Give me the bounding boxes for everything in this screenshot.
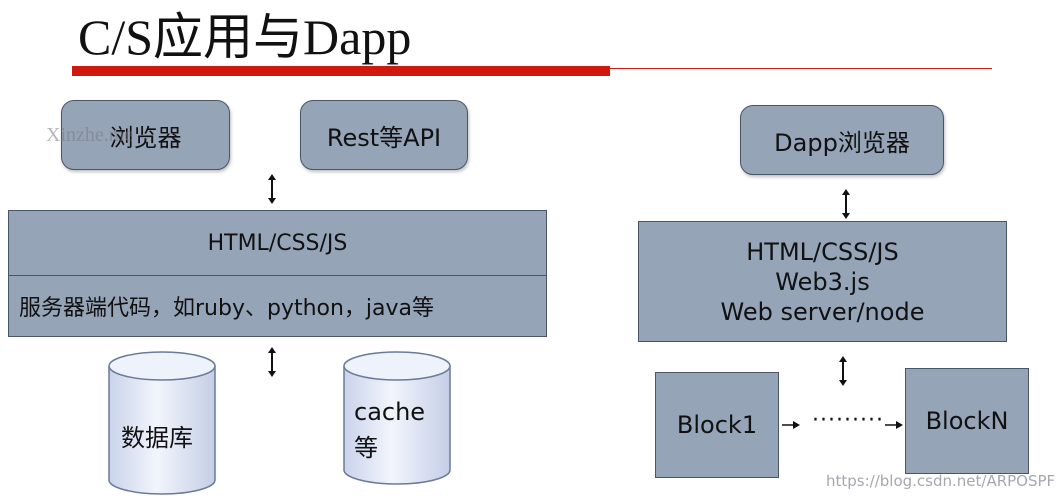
stack-line-3: Web server/node [720, 297, 925, 326]
stack-line-1: HTML/CSS/JS [746, 237, 899, 266]
right-arrow-icon [885, 421, 903, 429]
server-code-label: 服务器端代码，如ruby、python，java等 [19, 296, 435, 321]
stack-line-2: Web3.js [775, 267, 870, 296]
frontend-label: HTML/CSS/JS [207, 230, 348, 256]
browser-label: 浏览器 [109, 123, 182, 152]
server-code-row: 服务器端代码，如ruby、python，java等 [19, 275, 546, 337]
blockn-label: BlockN [925, 407, 1009, 435]
database-label: 数据库 [121, 424, 193, 452]
watermark-url: https://blog.csdn.net/ARPOSPF [826, 472, 1056, 490]
title-underline-thick [72, 66, 610, 76]
right-arrow-icon [782, 421, 800, 429]
slide-title: C/S应用与Dapp [78, 9, 412, 65]
double-arrow-icon [268, 347, 276, 377]
block1-label: Block1 [676, 411, 758, 439]
double-arrow-icon [842, 189, 850, 219]
cache-cylinder-icon [343, 351, 451, 485]
dapp-browser-label: Dapp浏览器 [774, 128, 910, 157]
block1-box: Block1 [655, 372, 779, 478]
blockn-box: BlockN [905, 368, 1029, 474]
rest-api-label: Rest等API [326, 123, 442, 152]
double-arrow-icon [839, 356, 847, 386]
cache-label-line1: cache [354, 398, 426, 426]
browser-box: 浏览器 [61, 100, 230, 170]
frontend-row: HTML/CSS/JS [9, 211, 546, 276]
dapp-browser-box: Dapp浏览器 [740, 105, 944, 175]
rest-api-box: Rest等API [300, 100, 468, 170]
ellipsis-dots: ········· [812, 408, 884, 433]
database-cylinder-icon [108, 351, 216, 495]
dapp-stack-panel: HTML/CSS/JS Web3.js Web server/node [638, 221, 1007, 342]
watermark-left: Xinzhe.me [46, 124, 134, 146]
double-arrow-icon [268, 174, 276, 204]
cache-label-line2: 等 [354, 434, 378, 462]
title-underline-thin [610, 68, 992, 69]
server-panel: HTML/CSS/JS 服务器端代码，如ruby、python，java等 [8, 210, 547, 337]
